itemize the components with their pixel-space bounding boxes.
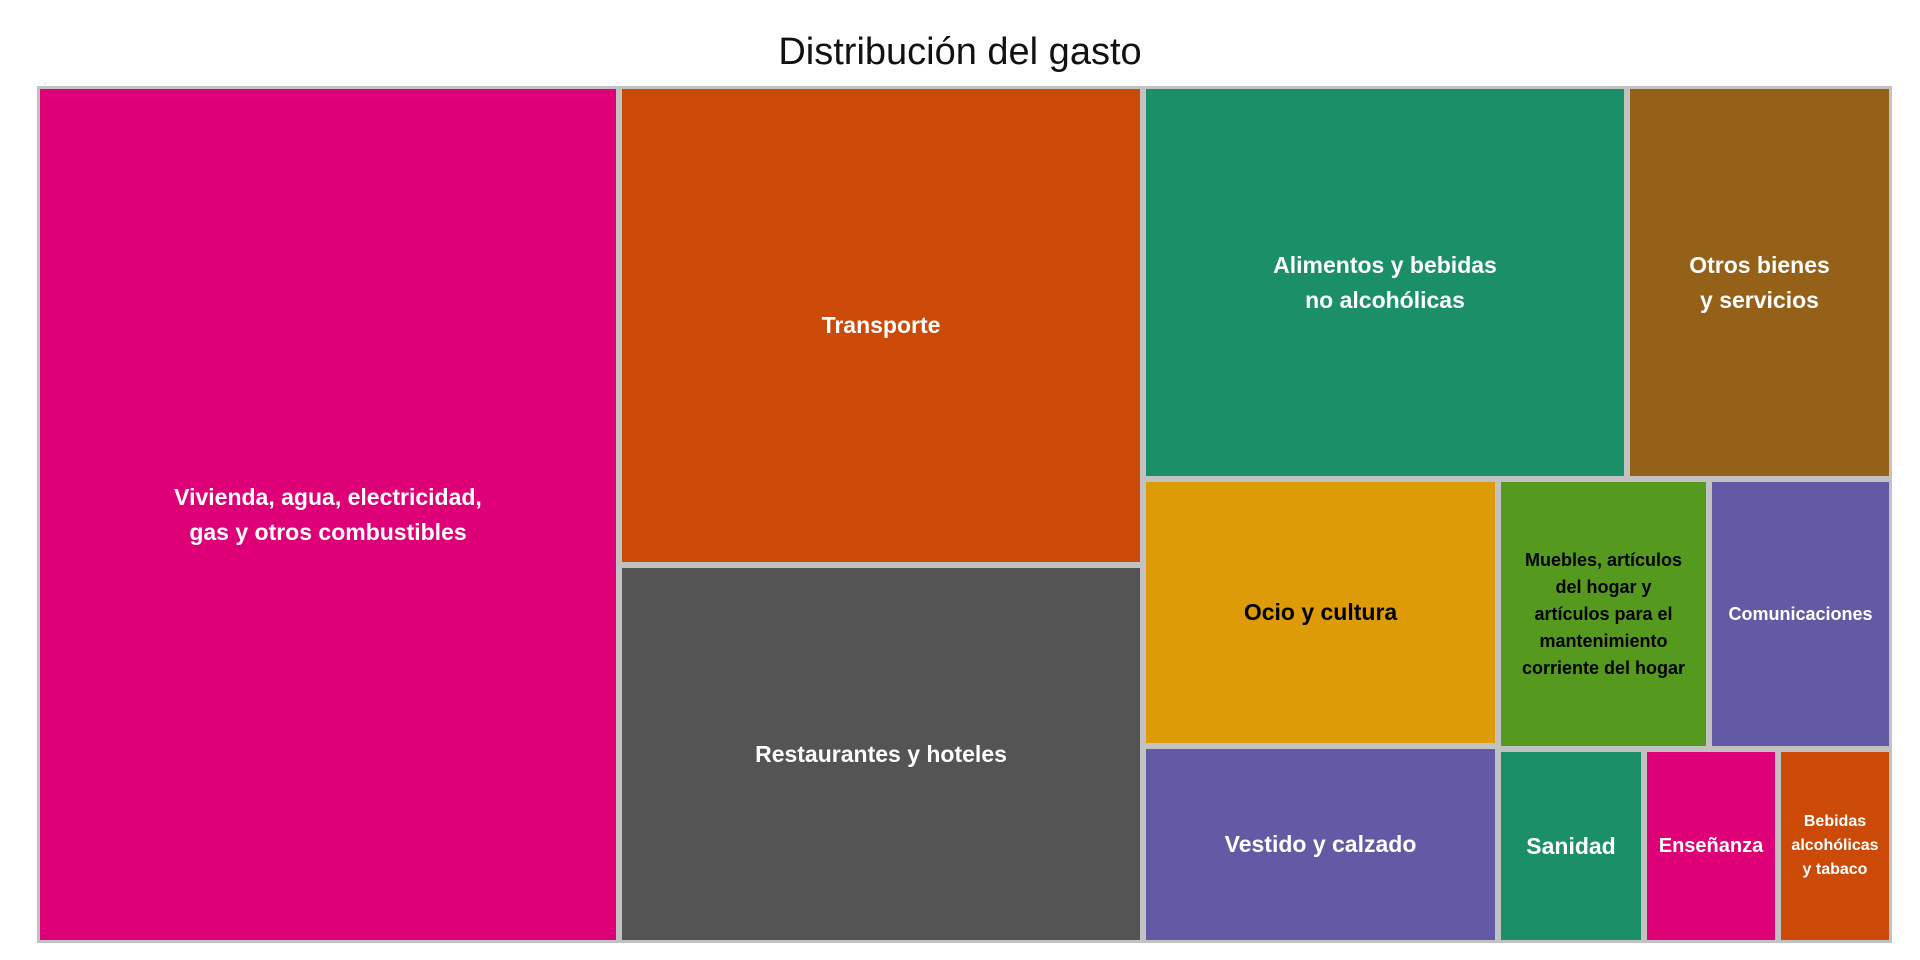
- treemap-tile-ocio-y-cultura: Ocio y cultura: [1143, 479, 1498, 746]
- treemap-tile-label: Otros bienes y servicios: [1689, 251, 1830, 313]
- chart-title: Distribución del gasto: [778, 31, 1142, 73]
- treemap-tile-vivienda-agua-electricidad-gas-y-otros-combustibles: Vivienda, agua, electricidad, gas y otro…: [37, 86, 619, 943]
- treemap-tile-bebidas-alcoholicas-y-tabaco: Bebidas alcohólicas y tabaco: [1778, 749, 1892, 943]
- treemap-tile-otros-bienes-y-servicios: Otros bienes y servicios: [1627, 86, 1892, 479]
- treemap-tile-vestido-y-calzado: Vestido y calzado: [1143, 746, 1498, 943]
- treemap-tile-transporte: Transporte: [619, 86, 1143, 565]
- treemap-tile-label: Comunicaciones: [1728, 603, 1873, 624]
- treemap-tile-label: Sanidad: [1526, 832, 1616, 859]
- treemap-tile-muebles-articulos-del-hogar-y-articulos-para-el-mantenimiento-corriente-del-hogar: Muebles, artículos del hogar y artículos…: [1498, 479, 1709, 749]
- treemap-tile-comunicaciones: Comunicaciones: [1709, 479, 1892, 749]
- treemap-tile-ensenanza: Enseñanza: [1644, 749, 1778, 943]
- treemap-tile-label: Enseñanza: [1658, 835, 1764, 857]
- treemap-tile-label: Muebles, artículos del hogar y artículos…: [1521, 549, 1686, 678]
- treemap-tile-label: Vestido y calzado: [1224, 831, 1417, 857]
- treemap-tile-label: Alimentos y bebidas no alcohólicas: [1273, 251, 1497, 313]
- treemap-tile-label: Ocio y cultura: [1243, 599, 1398, 625]
- treemap-tile-label: Transporte: [821, 312, 941, 338]
- treemap-tile-restaurantes-y-hoteles: Restaurantes y hoteles: [619, 565, 1143, 943]
- treemap-tile-sanidad: Sanidad: [1498, 749, 1644, 943]
- treemap-tile-label: Vivienda, agua, electricidad, gas y otro…: [174, 483, 482, 545]
- treemap-tile-label: Bebidas alcohólicas y tabaco: [1791, 813, 1879, 878]
- treemap-tile-label: Restaurantes y hoteles: [755, 740, 1007, 767]
- treemap-tile-alimentos-y-bebidas-no-alcoholicas: Alimentos y bebidas no alcohólicas: [1143, 86, 1627, 479]
